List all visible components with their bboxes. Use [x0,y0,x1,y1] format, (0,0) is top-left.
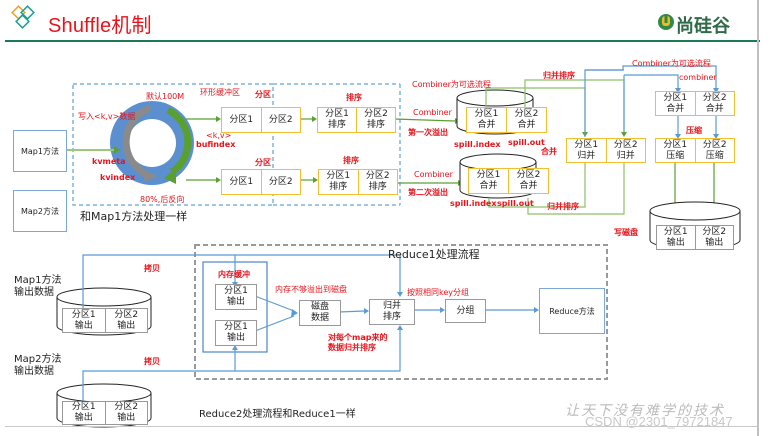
buffer-cell-2: 分区1 输出 [215,320,257,346]
spill-out-label-2: spill.out [497,199,534,208]
compressed-row: 分区1 压缩 分区2 压缩 [655,138,735,163]
merge-label: 合并 [541,147,557,156]
first-spill-label: 第一次溢出 [408,128,448,137]
sort-cell: 分区1 排序 [326,171,351,192]
combiner-optional-label-2: Combiner为可选流程 [632,59,711,68]
partition-row-top: 分区1 分区2 [221,107,301,133]
diamond-logo-icon [11,5,35,29]
combiner-label-1: Combiner [413,108,452,117]
output-cell: 分区2 输出 [694,226,734,249]
compressed-cell: 分区1 压缩 [663,139,688,161]
map1-output-row: 分区1 输出 分区2 输出 [62,308,148,333]
reduce-region [194,244,608,380]
kvindex-label: kvindex [100,173,136,182]
spill-out-label-1: spill.out [508,138,545,147]
sort-cell: 分区2 排序 [356,108,395,132]
merge-sort-top-label: 归并排序 [543,71,575,80]
map-output-cell: 分区1 输出 [71,402,96,423]
merge-cell: 分区1 合并 [476,170,501,191]
sort-cell: 分区2 排序 [357,170,398,194]
partition-cell: 分区2 [260,108,301,132]
map2-output-label: Map2方法 输出数据 [14,354,62,377]
map-region [72,83,274,206]
partition-cell: 分区1 [229,114,254,125]
map-output-cell: 分区2 输出 [104,309,148,332]
title-divider [5,40,760,42]
merge-cell: 分区1 合并 [474,109,499,130]
group-box: 分组 [445,299,486,323]
merged-cell: 分区1 归并 [574,139,599,161]
copy-label-1: 拷贝 [144,264,160,273]
merge-sort-bottom-label: 归并排序 [547,202,579,211]
sort-row-top: 分区1 排序 分区2 排序 [317,107,396,133]
slide-right-border [757,0,759,436]
copy-label-2: 拷贝 [144,357,160,366]
ring-buffer-label: 环形缓冲区 [200,88,240,97]
combined-row: 分区1 合并 分区2 合并 [655,91,735,116]
merge-cell: 分区2 合并 [506,108,546,132]
partition-row-bottom: 分区1 分区2 [221,169,301,195]
sort-label-top: 排序 [346,93,362,102]
ring-buffer-icon [110,101,194,185]
combined-cell: 分区2 合并 [694,92,735,115]
write-disk-label: 写磁盘 [614,228,638,237]
merged-row: 分区1 归并 分区2 归并 [566,138,646,163]
combiner-optional-label: Combiner为可选流程 [412,80,491,89]
reduce1-title: Reduce1处理流程 [388,248,480,261]
disk-data-box: 磁盘 数据 [299,300,341,326]
spill1-merge-row: 分区1 合并 分区2 合并 [466,107,547,133]
reduce2-note: Reduce2处理流程和Reduce1一样 [199,409,356,420]
merged-cell: 分区2 归并 [605,139,646,162]
kvmeta-label: kvmeta [92,157,126,166]
page-title: Shuffle机制 [48,15,152,37]
second-spill-label: 第二次溢出 [408,188,448,197]
map1-output-label: Map1方法 输出数据 [14,275,62,298]
slide-bottom-border [5,426,757,427]
partition-cell: 分区2 [260,170,301,194]
spill-threshold-label: 80%,后反向 [140,195,185,204]
write-kv-label: 写入<k,v>数据 [78,112,136,121]
output-cell: 分区1 输出 [663,226,688,248]
brand-logo-icon [658,14,674,30]
default-size-label: 默认100M [146,92,185,101]
brand-logo-text: 尚硅谷 [676,16,730,37]
map2-method-box: Map2方法 [13,190,67,232]
map2-same-note: 和Map1方法处理一样 [80,210,188,223]
reduce-method-box: Reduce方法 [539,288,605,334]
partition-label-top: 分区 [255,90,271,99]
csdn-watermark: CSDN @2301_79721847 [585,414,733,429]
map1-method-box: Map1方法 [13,130,67,172]
sort-cell: 分区1 排序 [325,109,349,130]
spill-to-disk-label: 内存不够溢出到磁盘 [275,285,347,294]
sort-label-bottom: 排序 [343,156,359,165]
spill-index-label-1: spill.index [454,140,501,149]
kv-label: <k,v> [206,131,232,140]
sort-row-bottom: 分区1 排序 分区2 排序 [318,169,398,195]
per-map-merge-label: 对每个map来的 数据归并排序 [328,333,388,352]
final-output-row: 分区1 输出 分区2 输出 [656,225,734,250]
group-by-key-label: 按照相同key分组 [407,288,470,297]
compressed-cell: 分区2 压缩 [694,139,735,162]
map2-output-row: 分区1 输出 分区2 输出 [62,401,148,425]
merge-cell: 分区2 合并 [508,169,548,193]
partition-label-bottom: 分区 [255,158,271,167]
buffer-cell-1: 分区1 输出 [215,284,257,310]
spill2-merge-row: 分区1 合并 分区2 合并 [468,168,549,194]
combined-cell: 分区1 合并 [663,92,688,114]
bufindex-label: bufindex [196,140,236,149]
compress-label: 压缩 [686,126,702,135]
map-output-cell: 分区1 输出 [71,309,96,331]
combiner-lower-label: combiner [679,73,717,82]
merge-sort-box: 归并 排序 [369,299,415,325]
map-output-cell: 分区2 输出 [104,402,148,424]
watermark-slogan: 让天下没有难学的技术 [565,403,725,419]
memory-buffer-label: 内存缓冲 [218,270,250,279]
spill-index-label-2: spill.index [450,199,497,208]
combiner-label-2: Combiner [414,170,453,179]
partition-cell: 分区1 [229,176,254,187]
